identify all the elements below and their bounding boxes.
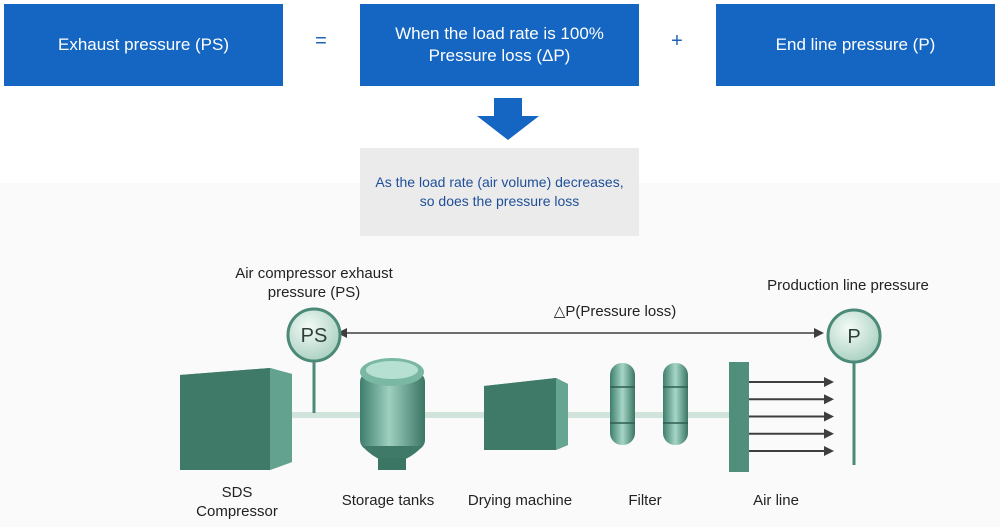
filter-icon-1 — [610, 363, 635, 445]
ps-gauge-icon: PS — [286, 307, 342, 363]
p-gauge-caption: Production line pressure — [767, 277, 929, 294]
air-line-manifold-icon — [729, 362, 749, 472]
load-rate-label: When the load rate is 100% — [395, 24, 604, 43]
piping-diagram: PS P — [180, 307, 882, 472]
ps-gauge-symbol: PS — [301, 325, 328, 347]
diagram-background — [0, 183, 1000, 527]
ps-gauge-caption: Air compressor exhaust pressure (PS) — [214, 264, 414, 302]
end-line-pressure-box: End line pressure (P) — [716, 4, 995, 86]
storage-tanks-caption: Storage tanks — [341, 492, 435, 509]
drying-machine-caption: Drying machine — [467, 492, 573, 509]
storage-tank-icon — [360, 358, 425, 470]
exhaust-pressure-label: Exhaust pressure (PS) — [57, 35, 229, 54]
exhaust-pressure-box: Exhaust pressure (PS) — [4, 4, 283, 86]
drying-machine-icon — [484, 378, 568, 450]
ps-gauge-caption-line1: Air compressor exhaust — [235, 265, 393, 282]
p-gauge-icon: P — [826, 308, 882, 364]
pressure-loss-box: When the load rate is 100% Pressure loss… — [360, 4, 639, 86]
note-text: As the load rate (air volume) decreases,… — [375, 174, 624, 209]
note-box: As the load rate (air volume) decreases,… — [360, 148, 639, 236]
pressure-loss-label: Pressure loss (ΔP) — [428, 46, 571, 65]
compressor-icon — [180, 368, 292, 470]
air-line-outlets — [749, 377, 834, 456]
arrow-down-icon — [477, 98, 539, 140]
ps-gauge-caption-line2: pressure (PS) — [267, 284, 361, 301]
compressor-caption: SDS Compressor — [172, 483, 302, 521]
equals-sign: = — [315, 30, 327, 52]
compressor-caption-line1: SDS — [221, 484, 253, 501]
air-line-caption: Air line — [753, 492, 799, 509]
p-gauge-symbol: P — [847, 326, 860, 348]
plus-sign: + — [671, 30, 683, 52]
end-line-pressure-label: End line pressure (P) — [775, 35, 936, 54]
filter-caption: Filter — [628, 492, 662, 509]
pressure-loss-caption: △P(Pressure loss) — [553, 303, 677, 320]
compressor-caption-line2: Compressor — [196, 503, 278, 520]
filter-icon-2 — [663, 363, 688, 445]
